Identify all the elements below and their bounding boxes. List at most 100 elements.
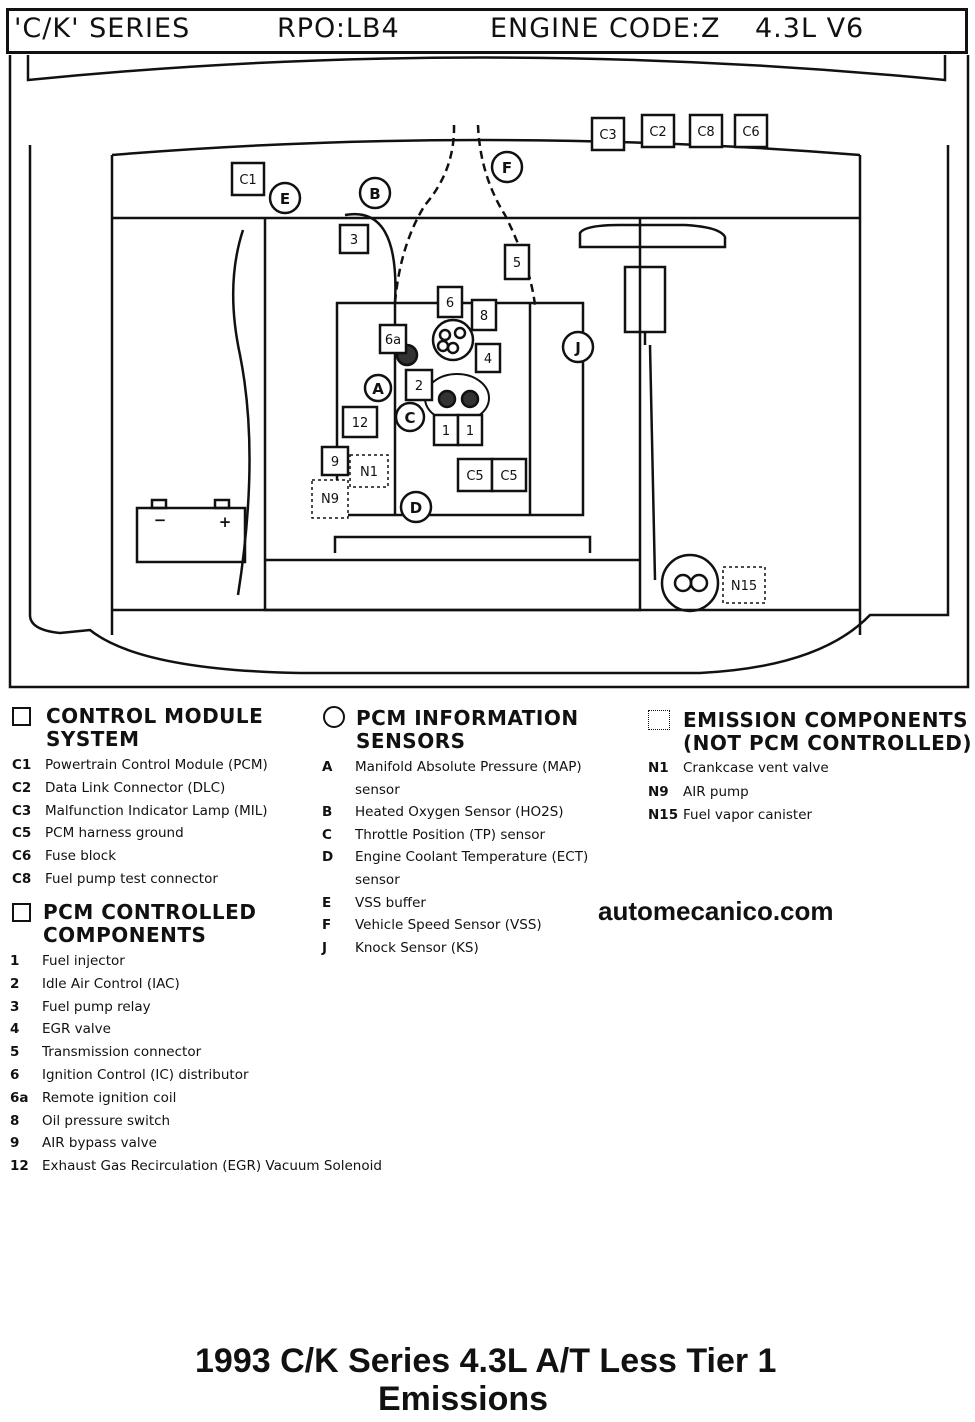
legend-item-desc: Exhaust Gas Recirculation (EGR) Vacuum S… (42, 1158, 382, 1175)
legend-item-code: C2 (12, 779, 32, 796)
distributor (431, 318, 475, 362)
box-3 (338, 223, 370, 255)
legend-item-desc: Fuel pump test connector (45, 871, 218, 887)
legend-item-code: 12 (10, 1158, 29, 1175)
label-d: D (410, 499, 422, 517)
legend-item-desc: EGR valve (42, 1021, 111, 1038)
legend-item-desc: PCM harness ground (45, 825, 184, 842)
box-5 (503, 243, 531, 281)
legend-item-desc: Oil pressure switch (42, 1112, 171, 1129)
circle-b (358, 176, 392, 210)
legend-item-desc: Knock Sensor (KS) (355, 939, 479, 956)
sensors-heading: PCM INFORMATION SENSORS (356, 707, 579, 753)
label-12: 12 (352, 416, 369, 431)
label-c1: C1 (239, 173, 256, 188)
box-n15 (722, 566, 766, 604)
legend-item-desc: Malfunction Indicator Lamp (MIL) (45, 802, 268, 819)
box-c3 (590, 116, 626, 152)
legend-item-desc: Remote ignition coil (42, 1089, 177, 1106)
label-n9: N9 (321, 492, 339, 507)
legend-item-code: C5 (12, 825, 32, 842)
legend-item-desc: Throttle Position (TP) sensor (355, 826, 546, 843)
label-b: B (369, 185, 380, 203)
heading-line: CONTROL MODULE (46, 704, 264, 728)
cowl-line (26, 55, 947, 82)
circle-c (394, 401, 426, 433)
box-n1 (349, 454, 389, 488)
box-6a (378, 323, 408, 355)
legend-item-code: 2 (10, 975, 20, 992)
legend-item-desc: sensor (355, 781, 400, 798)
legend-item-desc: Vehicle Speed Sensor (VSS) (355, 917, 542, 934)
header-rpo: RPO:LB4 (277, 13, 400, 44)
circle-e (268, 181, 302, 215)
label-1b: 1 (466, 424, 474, 439)
legend-item-desc: Ignition Control (IC) distributor (42, 1067, 249, 1083)
legend-item-desc: AIR pump (683, 783, 749, 800)
legend-item-code: C8 (12, 871, 32, 887)
legend-item-code: 5 (10, 1044, 20, 1061)
label-f: F (502, 159, 512, 177)
heading-line: PCM INFORMATION (356, 706, 579, 730)
battery-positive: + (219, 513, 232, 531)
label-n15: N15 (731, 579, 757, 594)
legend-item-code: 8 (10, 1112, 20, 1129)
legend-item-desc: AIR bypass valve (42, 1135, 157, 1152)
legend-item-code: N15 (648, 807, 679, 823)
box-2 (404, 368, 434, 402)
legend-item-desc: Fuse block (45, 848, 117, 865)
legend-item-desc: Heated Oxygen Sensor (HO2S) (355, 804, 564, 821)
header-engine: 4.3L V6 (755, 13, 865, 44)
box-9 (320, 445, 350, 477)
label-c: C (404, 409, 415, 427)
legend-item-code: F (322, 917, 332, 934)
box-c8 (688, 113, 724, 149)
legend-item-desc: Transmission connector (42, 1044, 202, 1061)
legend-item-desc: Data Link Connector (DLC) (45, 779, 226, 796)
vehicle-outline (8, 55, 970, 689)
box-1a (432, 413, 460, 447)
legend-item-desc: VSS buffer (355, 894, 426, 911)
heading-line: (NOT PCM CONTROLLED) (683, 731, 973, 755)
legend-item-code: 3 (10, 998, 20, 1015)
header-bar (6, 8, 968, 54)
square-legend-icon (12, 903, 31, 922)
box-12 (341, 405, 379, 439)
legend-item-code: 1 (10, 953, 20, 969)
control-module-heading: CONTROL MODULE SYSTEM (46, 705, 263, 751)
legend-item-desc: Fuel pump relay (42, 998, 151, 1015)
caption-line1: 1993 C/K Series 4.3L A/T Less Tier 1 (195, 1342, 777, 1380)
battery-negative: − (154, 511, 167, 529)
fender-outline (28, 145, 950, 675)
legend-item-code: C (322, 826, 332, 843)
legend-item-code: B (322, 804, 333, 821)
box-4 (474, 342, 502, 374)
circle-j (561, 330, 595, 364)
coolant-reservoir (578, 223, 727, 249)
label-4: 4 (484, 352, 492, 367)
heading-line: COMPONENTS (43, 923, 207, 947)
label-9: 9 (331, 455, 339, 470)
label-c8: C8 (697, 125, 714, 140)
label-8: 8 (480, 309, 488, 324)
legend-item-desc: Fuel injector (42, 953, 125, 969)
battery (135, 506, 247, 564)
label-c6: C6 (742, 125, 759, 140)
engine-block (335, 301, 585, 517)
label-6a: 6a (385, 333, 401, 348)
box-8 (470, 298, 498, 332)
legend-item-desc: Powertrain Control Module (PCM) (45, 757, 268, 773)
legend-item-desc: Engine Coolant Temperature (ECT) (355, 849, 589, 866)
dotted-legend-icon (648, 710, 670, 730)
legend-item-desc: Idle Air Control (IAC) (42, 975, 180, 992)
heading-line: EMISSION COMPONENTS (683, 708, 968, 732)
legend-item-code: E (322, 894, 332, 911)
legend-item-code: 6 (10, 1067, 20, 1083)
header-engine-code: ENGINE CODE:Z (490, 13, 721, 44)
label-n1: N1 (360, 465, 378, 480)
emission-heading: EMISSION COMPONENTS (NOT PCM CONTROLLED) (683, 709, 972, 755)
box-c6 (733, 113, 769, 149)
box-1b (456, 413, 484, 447)
heading-line: PCM CONTROLLED (43, 900, 257, 924)
legend-item-code: N9 (648, 783, 669, 800)
